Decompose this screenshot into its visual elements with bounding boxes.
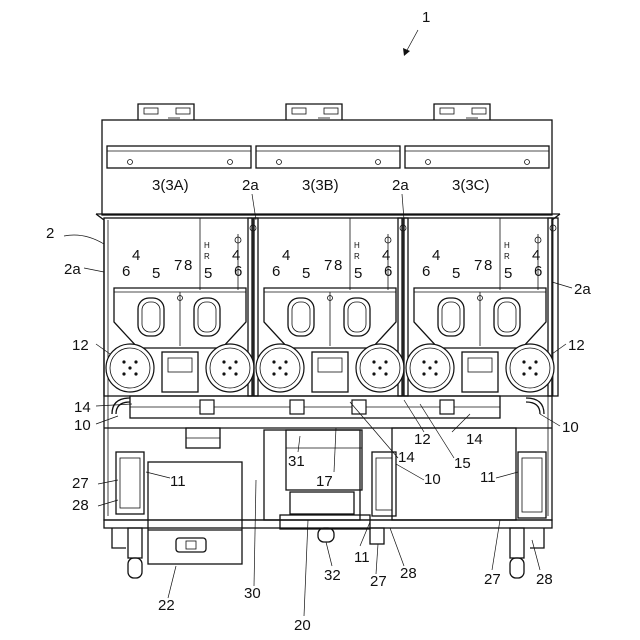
hr-mark-h: H bbox=[354, 241, 360, 250]
unit-part-label: 5 bbox=[504, 265, 512, 282]
label-14-left: 14 bbox=[74, 399, 91, 416]
unit-part-label: 4 bbox=[432, 247, 440, 264]
hood-handle-a bbox=[138, 104, 194, 120]
label-10-mid: 10 bbox=[424, 471, 441, 488]
label-2a-left: 2a bbox=[64, 261, 81, 278]
label-11-right: 11 bbox=[480, 469, 496, 486]
hr-mark-r: R bbox=[504, 252, 510, 261]
unit-part-label: 5 bbox=[452, 265, 460, 282]
unit-part-label: 8 bbox=[334, 257, 342, 274]
oil-manifold bbox=[112, 396, 544, 418]
unit-part-label: 5 bbox=[354, 265, 362, 282]
fryer-unit-a: HR45785466 bbox=[104, 218, 258, 396]
lower-compartment bbox=[104, 428, 552, 564]
label-unit-3c: 3(3C) bbox=[452, 177, 490, 194]
unit-part-label: 5 bbox=[302, 265, 310, 282]
label-31: 31 bbox=[288, 453, 305, 470]
label-10-right: 10 bbox=[562, 419, 579, 436]
unit-part-label: 4 bbox=[282, 247, 290, 264]
unit-part-label: 8 bbox=[184, 257, 192, 274]
label-11-left: 11 bbox=[170, 473, 186, 490]
top-hood-assembly bbox=[102, 104, 552, 215]
unit-part-label: 6 bbox=[534, 263, 542, 280]
fan-12 bbox=[356, 344, 404, 392]
label-20: 20 bbox=[294, 617, 311, 634]
label-10-left: 10 bbox=[74, 417, 91, 434]
label-12-right: 12 bbox=[568, 337, 585, 354]
unit-part-label: 7 bbox=[324, 257, 332, 274]
label-2a-right: 2a bbox=[574, 281, 591, 298]
label-28-left: 28 bbox=[72, 497, 89, 514]
unit-part-label: 6 bbox=[122, 263, 130, 280]
label-14-mid2: 14 bbox=[398, 449, 415, 466]
unit-part-label: 5 bbox=[152, 265, 160, 282]
label-11-mid: 11 bbox=[354, 549, 370, 566]
hr-mark-h: H bbox=[204, 241, 210, 250]
hr-mark-r: R bbox=[354, 252, 360, 261]
unit-part-label: 7 bbox=[174, 257, 182, 274]
label-28-mid: 28 bbox=[400, 565, 417, 582]
label-27-right: 27 bbox=[484, 571, 501, 588]
unit-part-label: 4 bbox=[382, 247, 390, 264]
fryer-unit-c: HR45785466 bbox=[404, 218, 558, 396]
hood-handle-b bbox=[286, 104, 342, 120]
drain-valve-left bbox=[116, 452, 144, 514]
label-17: 17 bbox=[316, 473, 333, 490]
unit-part-label: 5 bbox=[204, 265, 212, 282]
unit-part-label: 6 bbox=[234, 263, 242, 280]
unit-part-label: 6 bbox=[272, 263, 280, 280]
fryer-units: HR45785466HR45785466HR45785466 bbox=[104, 218, 558, 396]
label-12-left: 12 bbox=[72, 337, 89, 354]
unit-part-label: 6 bbox=[422, 263, 430, 280]
label-unit-3a: 3(3A) bbox=[152, 177, 189, 194]
label-28-right: 28 bbox=[536, 571, 553, 588]
fryer-unit-b: HR45785466 bbox=[254, 218, 408, 396]
label-14-mid: 14 bbox=[466, 431, 483, 448]
hr-mark-r: R bbox=[204, 252, 210, 261]
fan-12 bbox=[106, 344, 154, 392]
label-1: 1 bbox=[422, 9, 430, 26]
label-2a-top1: 2a bbox=[242, 177, 259, 194]
unit-part-label: 6 bbox=[384, 263, 392, 280]
label-32: 32 bbox=[324, 567, 341, 584]
unit-part-label: 8 bbox=[484, 257, 492, 274]
fan-12 bbox=[406, 344, 454, 392]
hood-handle-c bbox=[434, 104, 490, 120]
fan-12 bbox=[206, 344, 254, 392]
label-15: 15 bbox=[454, 455, 471, 472]
pump-17 bbox=[264, 430, 360, 520]
fan-12 bbox=[506, 344, 554, 392]
unit-part-label: 7 bbox=[474, 257, 482, 274]
label-30: 30 bbox=[244, 585, 261, 602]
hr-mark-h: H bbox=[504, 241, 510, 250]
unit-part-label: 4 bbox=[132, 247, 140, 264]
label-unit-3b: 3(3B) bbox=[302, 177, 339, 194]
label-27-left: 27 bbox=[72, 475, 89, 492]
fan-12 bbox=[256, 344, 304, 392]
unit-part-label: 4 bbox=[232, 247, 240, 264]
unit-part-label: 4 bbox=[532, 247, 540, 264]
label-27-mid: 27 bbox=[370, 573, 387, 590]
drain-valve-mid bbox=[372, 452, 396, 516]
label-22: 22 bbox=[158, 597, 175, 614]
label-2: 2 bbox=[46, 225, 54, 242]
label-12-mid: 12 bbox=[414, 431, 431, 448]
label-2a-top2: 2a bbox=[392, 177, 409, 194]
drain-valve-right bbox=[518, 452, 546, 518]
